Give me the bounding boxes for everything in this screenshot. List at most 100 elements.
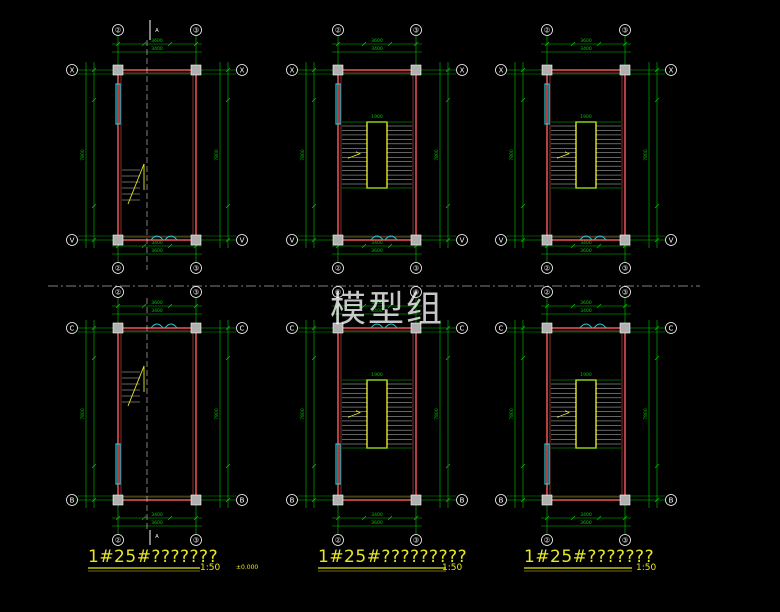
plan-4-axis-row-bottom-right (236, 494, 248, 506)
plan-6-dim-tick-side (520, 497, 526, 503)
plan-5-axis-col-right-bottom (410, 534, 422, 546)
plan-6-dim-tick-bottom (544, 515, 550, 521)
plan-2-column-3 (410, 234, 422, 246)
plan-6-dim-tick-top (596, 303, 602, 309)
plan-6-axis-row-top-left-label: C (499, 325, 504, 333)
plan-5-dim-tick-side (445, 355, 451, 361)
plan-1-axis-row-top-left-label: X (70, 67, 75, 75)
plan-2-axis-row-top-right-label: X (460, 67, 465, 75)
plan-4-axis-row-bottom-right-label: B (240, 497, 245, 505)
plan-3-dim-side-text-1: 7800 (643, 149, 649, 161)
plan-6-dim-tick-bottom (622, 515, 628, 521)
plan-6-dim-tick-side (520, 355, 526, 361)
plan-2-dim-tick-bottom (387, 243, 393, 249)
plan-4-dim-bottom-text-2: 3600 (151, 520, 163, 526)
plan-5-axis-row-top-left (286, 322, 298, 334)
plan-1-dim-side-text-1: 7800 (214, 149, 220, 161)
plan-6-dim-tick-side (654, 355, 660, 361)
plan-5-wall-outline (337, 327, 417, 501)
plan-2-axis-col-right-bottom (410, 262, 422, 274)
plan-1-dim-tick-top (167, 41, 173, 47)
plan-5-dim-tick-top (413, 303, 419, 309)
plan-1-wall-inner (120, 72, 194, 238)
plan-4-dim-side-text-0: 7800 (80, 408, 86, 420)
plan-5-column-3 (410, 494, 422, 506)
plan-2-dim-bottom-text-2: 3600 (371, 248, 383, 254)
plan-6-dim-tick-bottom (596, 515, 602, 521)
plan-3-dim-tick-side (520, 67, 526, 73)
plan-1-dim-tick-side (225, 237, 231, 243)
plan-3-dim-tick-side (520, 203, 526, 209)
plan-6-dim-tick-side (520, 325, 526, 331)
plan-2-dim-tick-top (335, 41, 341, 47)
plan-2-dim-tick-side (445, 203, 451, 209)
plan-6-wall-outline (546, 327, 626, 501)
plan-2-dim-tick-top (387, 41, 393, 47)
plan-5-axis-row-bottom-right-label: B (460, 497, 465, 505)
plan-1-axis-col-right-top (190, 24, 202, 36)
plan-1-dim-tick-side (91, 203, 97, 209)
plan-4-dim-tick-top (115, 303, 121, 309)
plan-5-wall-inner (340, 330, 414, 498)
plan-3-dim-tick-side (654, 97, 660, 103)
plan-6-wall-inner (549, 330, 623, 498)
plan-6-window (544, 443, 550, 485)
plan-6-axis-col-left-bottom-label: ② (544, 537, 550, 545)
plan-1-axis-col-left-bottom (112, 262, 124, 274)
plan-4-axis-col-left-bottom-label: ② (115, 537, 121, 545)
plan-5-dim-tick-bottom (387, 515, 393, 521)
plan-4-axis-row-bottom-left (66, 494, 78, 506)
plan-scale-3: 1:50 (636, 563, 657, 573)
plan-4-column-1 (190, 322, 202, 334)
plan-5-axis-row-top-left-label: C (290, 325, 295, 333)
plan-1-column-2 (112, 234, 124, 246)
plan-4-dim-tick-bottom (193, 515, 199, 521)
plan-6-dim-tick-bottom (570, 515, 576, 521)
plan-1-axis-row-top-right (236, 64, 248, 76)
plan-2-stair-arrow (347, 151, 361, 159)
plan-3-door (579, 235, 607, 241)
plan-4-axis-row-top-right-label: C (240, 325, 245, 333)
plan-3-axis-row-top-left (495, 64, 507, 76)
plan-3-axis-row-top-left-label: X (499, 67, 504, 75)
plan-5-window (335, 443, 341, 485)
plan-3-landing-text: 1900 (580, 114, 592, 120)
plan-2-axis-row-bottom-left-label: V (290, 237, 295, 245)
plan-6-dim-top-text-1: 3600 (580, 300, 592, 306)
plan-3-axis-col-right-bottom-label: ③ (622, 265, 628, 273)
plan-1-dim-tick-side (225, 203, 231, 209)
plan-5-column-2 (332, 494, 344, 506)
plan-1-dim-tick-side (91, 97, 97, 103)
plan-5-axis-row-top-right (456, 322, 468, 334)
plan-3-axis-col-right-top (619, 24, 631, 36)
plan-2-dim-tick-side (311, 203, 317, 209)
plan-3-wall-inner (549, 72, 623, 238)
plan-4-column-3 (190, 494, 202, 506)
plan-4-dim-top-text-1: 3600 (151, 300, 163, 306)
plan-1-column-1 (190, 64, 202, 76)
plan-1-stair-stub-outline (127, 163, 145, 205)
plan-5-axis-col-left-top (332, 286, 344, 298)
plan-4-window (115, 443, 121, 485)
plan-6-dim-bottom-text-1: 3400 (580, 512, 592, 518)
plan-5-axis-col-left-bottom-label: ② (335, 537, 341, 545)
plan-3-column-2 (541, 234, 553, 246)
plan-6-stair-well (575, 379, 597, 449)
plan-3-window (544, 83, 550, 125)
plan-scale-1: 1:50 (200, 563, 221, 573)
plan-1-axis-col-left-bottom-label: ② (115, 265, 121, 273)
plan-1-column-0 (112, 64, 124, 76)
plan-1-dim-tick-top (193, 41, 199, 47)
plan-6-dim-tick-top (622, 303, 628, 309)
plan-2-axis-row-top-right (456, 64, 468, 76)
plan-1-axis-row-bottom-right (236, 234, 248, 246)
plan-scale-2: 1:50 (442, 563, 463, 573)
plan-1-dim-tick-bottom (141, 243, 147, 249)
plan-4-axis-col-right-top (190, 286, 202, 298)
plan-2-axis-row-bottom-left (286, 234, 298, 246)
plan-3-dim-tick-bottom (570, 243, 576, 249)
plan-1-axis-col-right-bottom-label: ③ (193, 265, 199, 273)
plan-5-axis-row-top-right-label: C (460, 325, 465, 333)
plan-2-dim-tick-top (361, 41, 367, 47)
plan-6-column-3 (619, 494, 631, 506)
